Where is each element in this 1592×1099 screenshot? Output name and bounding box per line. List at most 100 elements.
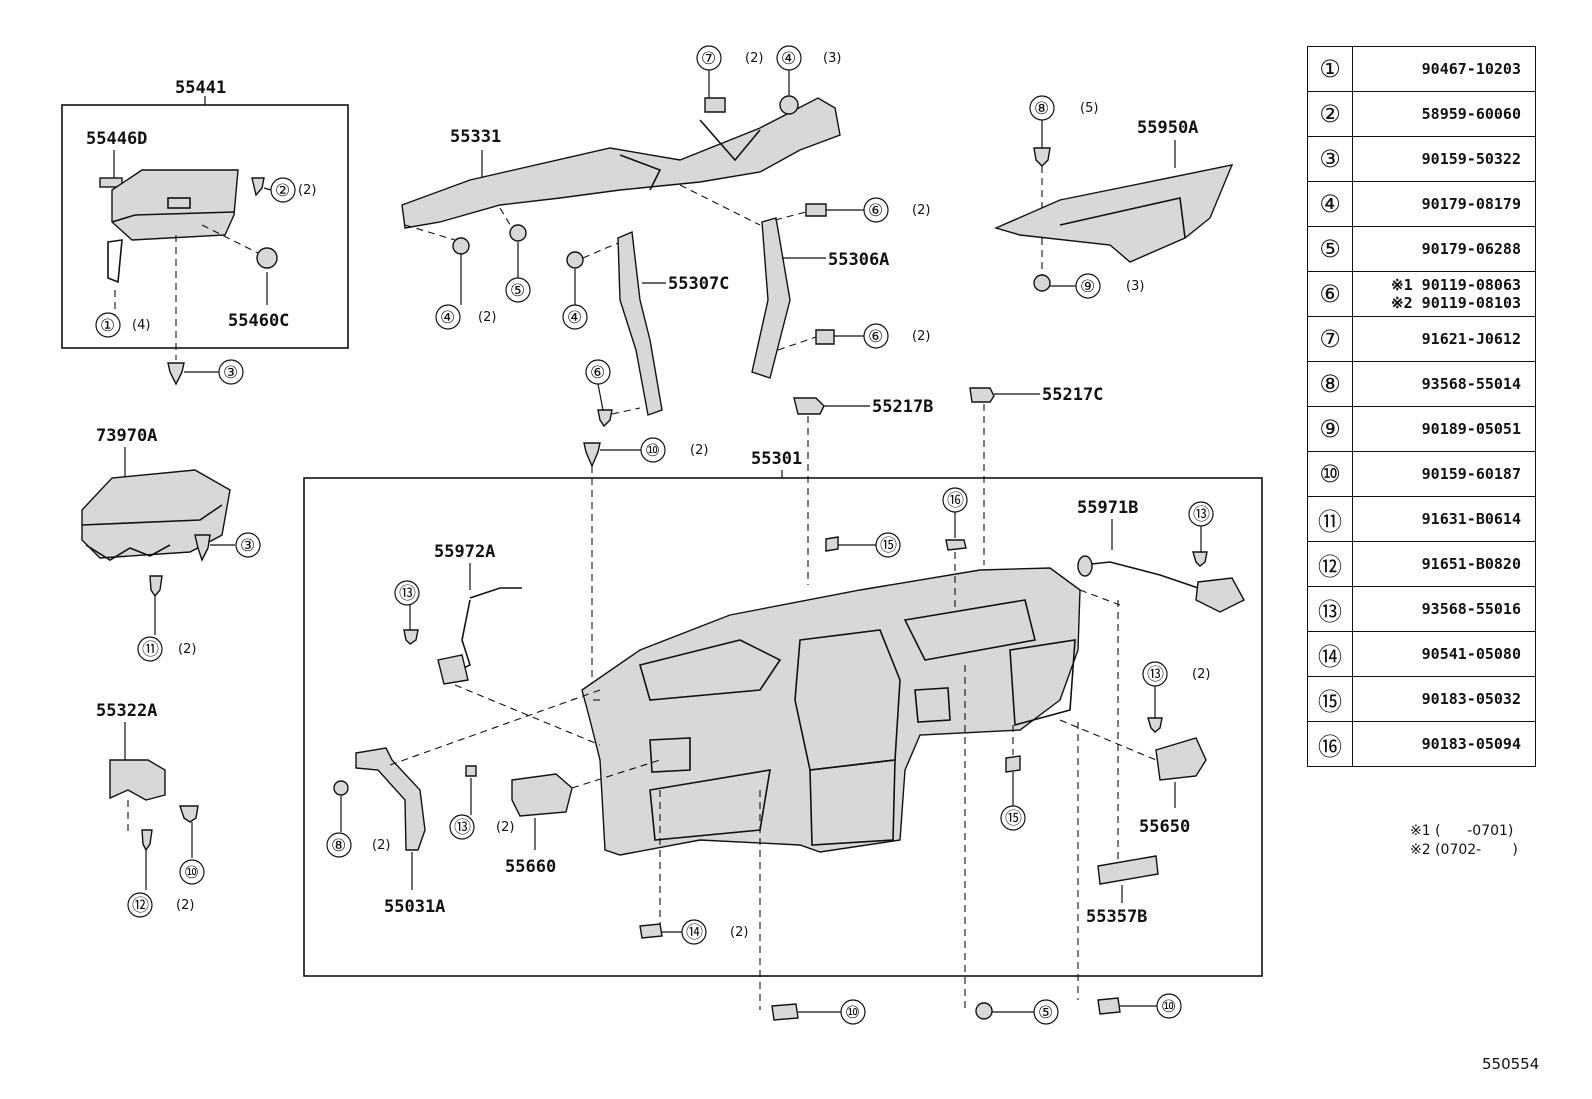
callout-16: ⑯	[947, 491, 964, 511]
parts-number-cell: 90541-05080	[1352, 631, 1536, 677]
callout-4-b: ④	[567, 308, 582, 328]
parts-ref: ⑪	[1307, 496, 1353, 542]
part-number: 58959-60060	[1421, 105, 1521, 123]
qty-14: (2)	[730, 925, 748, 940]
parts-ref: ⑮	[1307, 676, 1353, 722]
parts-table-row: ⑥※1 90119-08063※2 90119-08103	[1307, 271, 1536, 317]
airbag-module-shape	[111, 169, 239, 241]
parts-number-cell: 90159-50322	[1352, 136, 1536, 182]
parts-ref: ⑩	[1307, 451, 1353, 497]
part-number: 90159-50322	[1421, 150, 1521, 168]
label-55217C: 55217C	[1042, 385, 1103, 405]
parts-ref: ⑦	[1307, 316, 1353, 362]
label-55031A: 55031A	[384, 897, 445, 917]
part-number: 90541-05080	[1421, 645, 1521, 663]
qty-13-d: (2)	[1192, 667, 1210, 682]
parts-table-row: ⑪ 91631-B0614	[1307, 496, 1536, 542]
parts-ref: ⑧	[1307, 361, 1353, 407]
callout-13-b: ⑬	[454, 818, 471, 838]
note-2: ※2 (0702- )	[1410, 842, 1518, 858]
qty-9: (3)	[1126, 279, 1144, 294]
callout-1: ①	[100, 316, 115, 336]
qty-12: (2)	[176, 898, 194, 913]
label-55307C: 55307C	[668, 274, 729, 294]
parts-table-row: ⑩ 90159-60187	[1307, 451, 1536, 497]
diagram-id: 550554	[1482, 1055, 1540, 1073]
parts-table-row: ⑦ 91621-J0612	[1307, 316, 1536, 362]
parts-number-cell: 91621-J0612	[1352, 316, 1536, 362]
label-55971B: 55971B	[1077, 498, 1138, 518]
part-number: 93568-55014	[1421, 375, 1521, 393]
callout-15-a: ⑮	[880, 536, 897, 556]
vent-55650-shape	[1155, 737, 1207, 781]
callout-13-a: ⑬	[399, 584, 416, 604]
part-number: 91651-B0820	[1421, 555, 1521, 573]
callout-11: ⑪	[142, 640, 159, 660]
fastener-3-top: ③	[167, 359, 244, 386]
label-55441: 55441	[175, 78, 226, 98]
label-55650: 55650	[1139, 817, 1190, 837]
parts-number-cell: 90467-10203	[1352, 46, 1536, 92]
qty-4-a: (2)	[478, 310, 496, 325]
label-55301: 55301	[751, 449, 802, 469]
part-number: 90183-05032	[1421, 690, 1521, 708]
callout-5-a: ⑤	[510, 281, 525, 301]
group-55306A: 55306A ⑥ (2) ⑥ (2)	[751, 197, 930, 379]
parts-table-row: ⑭ 90541-05080	[1307, 631, 1536, 677]
callout-15-b: ⑮	[1005, 809, 1022, 829]
parts-number-cell: 93568-55016	[1352, 586, 1536, 632]
parts-ref: ④	[1307, 181, 1353, 227]
label-55446D: 55446D	[86, 129, 147, 149]
callout-2: ②	[275, 181, 290, 201]
label-55217B: 55217B	[872, 397, 933, 417]
callout-10-c: ⑩	[845, 1003, 860, 1023]
parts-number-cell: 90179-06288	[1352, 226, 1536, 272]
qty-13-b: (2)	[496, 820, 514, 835]
part-number: 90159-60187	[1421, 465, 1521, 483]
parts-ref: ⑭	[1307, 631, 1353, 677]
top-fasteners: ⑦ (2) ④ (3)	[696, 45, 841, 115]
label-55972A: 55972A	[434, 542, 495, 562]
callout-3b: ③	[240, 536, 255, 556]
parts-ref: ⑬	[1307, 586, 1353, 632]
parts-table-row: ⑬ 93568-55016	[1307, 586, 1536, 632]
part-number: 90467-10203	[1421, 60, 1521, 78]
parts-table-row: ⑧ 93568-55014	[1307, 361, 1536, 407]
part-number: 90179-06288	[1421, 240, 1521, 258]
label-55306A: 55306A	[828, 250, 889, 270]
parts-table-row: ⑮ 90183-05032	[1307, 676, 1536, 722]
parts-ref: ③	[1307, 136, 1353, 182]
callout-7: ⑦	[701, 49, 716, 69]
part-number: 91621-J0612	[1421, 330, 1521, 348]
label-55660: 55660	[505, 857, 556, 877]
callout-6-c: ⑥	[868, 327, 883, 347]
part-number: ※2 90119-08103	[1391, 294, 1521, 312]
callout-10-d: ⑩	[1161, 997, 1176, 1017]
bracket-55307C-shape	[617, 230, 663, 416]
part-number: 93568-55016	[1421, 600, 1521, 618]
label-55331: 55331	[450, 127, 501, 147]
parts-number-cell: ※1 90119-08063※2 90119-08103	[1352, 271, 1536, 317]
group-55441: 55441 55446D ② (2) 55460C ① (4)	[61, 78, 349, 360]
group-55217: 55217B 55217C	[793, 385, 1103, 585]
label-55322A: 55322A	[96, 701, 157, 721]
qty-8-top: (5)	[1080, 101, 1098, 116]
callout-6-b: ⑥	[868, 201, 883, 221]
parts-number-cell: 90159-60187	[1352, 451, 1536, 497]
group-73970A: 73970A ③ ⑪ (2)	[81, 426, 261, 662]
qty-6-c: (2)	[912, 329, 930, 344]
parts-number-cell: 90183-05094	[1352, 721, 1536, 767]
qty-10-b: (2)	[690, 443, 708, 458]
qty-4-top: (3)	[823, 51, 841, 66]
callout-8-top: ⑧	[1034, 99, 1049, 119]
parts-number-cell: 93568-55014	[1352, 361, 1536, 407]
notes: ※1 ( -0701) ※2 (0702- )	[1410, 822, 1518, 860]
bracket-55031A-shape	[355, 747, 426, 851]
part-number: 91631-B0614	[1421, 510, 1521, 528]
